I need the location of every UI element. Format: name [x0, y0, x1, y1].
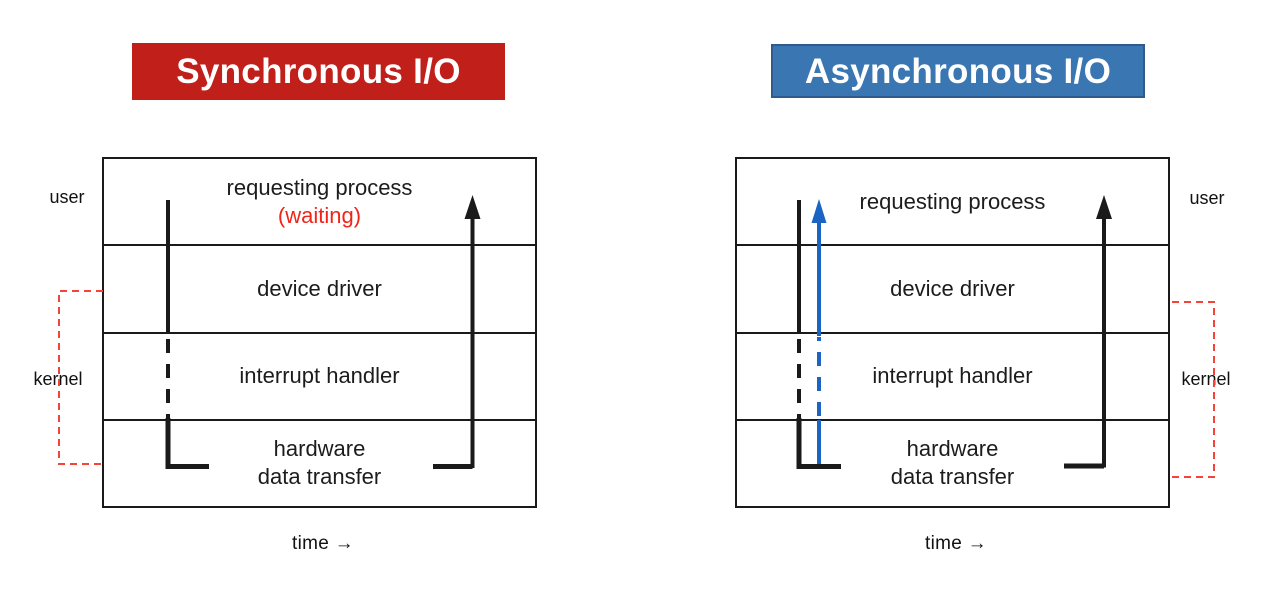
async-row-hardware: hardware data transfer: [737, 418, 1168, 506]
async-time-axis-label: time →: [925, 533, 987, 554]
sync-diagram-box: requesting process (waiting) device driv…: [102, 157, 537, 508]
sync-user-label: user: [49, 187, 85, 207]
async-title-banner: Asynchronous I/O: [771, 44, 1145, 98]
sync-row-interrupt-handler: interrupt handler: [104, 331, 535, 419]
sync-data-transfer-label: data transfer: [257, 464, 382, 490]
sync-row-requesting-process: requesting process (waiting): [104, 159, 535, 244]
sync-requesting-process-label: requesting process: [226, 174, 413, 200]
sync-hardware-label: hardware: [273, 436, 366, 462]
sync-interrupt-handler-label: interrupt handler: [239, 363, 400, 389]
async-kernel-label: kernel: [1181, 369, 1231, 389]
sync-row-device-driver: device driver: [104, 244, 535, 331]
async-row-device-driver: device driver: [737, 244, 1168, 331]
async-hardware-label: hardware: [906, 436, 999, 462]
sync-row-hardware: hardware data transfer: [104, 418, 535, 506]
async-interrupt-handler-label: interrupt handler: [872, 363, 1033, 389]
async-data-transfer-label: data transfer: [890, 464, 1015, 490]
async-requesting-process-label: requesting process: [859, 188, 1046, 214]
async-device-driver-label: device driver: [890, 275, 1015, 301]
sync-device-driver-label: device driver: [257, 275, 382, 301]
sync-time-axis-label: time →: [292, 533, 354, 554]
async-user-label: user: [1189, 188, 1225, 208]
async-row-requesting-process: requesting process: [737, 159, 1168, 244]
async-diagram-box: requesting process device driver interru…: [735, 157, 1170, 508]
async-row-interrupt-handler: interrupt handler: [737, 331, 1168, 419]
sync-title-banner: Synchronous I/O: [132, 43, 505, 100]
sync-waiting-label: (waiting): [277, 202, 362, 228]
sync-kernel-label: kernel: [33, 369, 83, 389]
